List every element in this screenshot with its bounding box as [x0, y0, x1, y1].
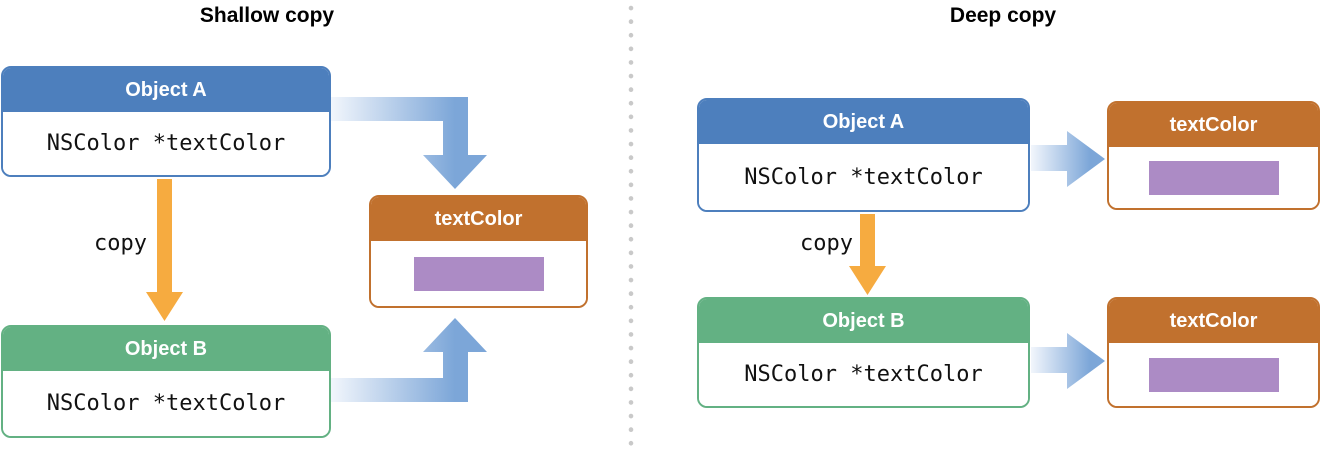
deep-textcolor-b-body [1109, 343, 1318, 406]
purple-color-swatch [1148, 357, 1279, 392]
shallow-copy-title: Shallow copy [199, 4, 335, 27]
deep-object-a-box: Object A NSColor *textColor [697, 98, 1030, 212]
deep-object-b-title: Object B [822, 309, 905, 332]
deep-object-a-field: NSColor *textColor [744, 164, 983, 190]
deep-object-b-header: Object B [699, 299, 1028, 343]
shallow-object-a-box: Object A NSColor *textColor [1, 66, 331, 177]
deep-textcolor-a-header: textColor [1109, 103, 1318, 147]
pointer-arrow-b-to-textcolor-deep-icon [1031, 333, 1105, 389]
shallow-textcolor-box: textColor [369, 195, 588, 308]
shallow-copy-arrow-label: copy [94, 231, 147, 256]
shallow-object-b-header: Object B [3, 327, 329, 371]
pointer-arrow-a-to-textcolor-icon [331, 97, 487, 189]
purple-color-swatch [1148, 160, 1279, 195]
shallow-object-a-field: NSColor *textColor [46, 131, 286, 156]
pointer-arrow-b-to-textcolor-icon [331, 318, 487, 402]
shallow-object-b-field: NSColor *textColor [46, 391, 286, 416]
deep-object-b-field: NSColor *textColor [744, 362, 983, 387]
deep-textcolor-a-body [1109, 147, 1318, 208]
shallow-object-a-body: NSColor *textColor [3, 112, 329, 175]
deep-textcolor-b-header: textColor [1109, 299, 1318, 343]
shallow-textcolor-header: textColor [371, 197, 586, 241]
deep-object-a-body: NSColor *textColor [699, 144, 1028, 210]
deep-copy-arrow-label: copy [800, 231, 853, 256]
deep-textcolor-b-title: textColor [1169, 309, 1258, 332]
deep-object-a-title: Object A [822, 110, 905, 133]
copy-arrow-left-icon [146, 179, 183, 321]
copy-arrow-right-icon [849, 214, 886, 295]
deep-copy-title: Deep copy [949, 4, 1057, 27]
shallow-object-b-body: NSColor *textColor [3, 371, 329, 436]
shallow-textcolor-title: textColor [434, 207, 523, 230]
deep-object-b-box: Object B NSColor *textColor [697, 297, 1030, 408]
purple-color-swatch [413, 256, 544, 291]
shallow-object-b-box: Object B NSColor *textColor [1, 325, 331, 438]
deep-textcolor-a-title: textColor [1169, 113, 1258, 136]
shallow-object-b-title: Object B [124, 337, 208, 360]
deep-textcolor-box-b: textColor [1107, 297, 1320, 408]
shallow-object-a-title: Object A [125, 78, 207, 101]
deep-textcolor-box-a: textColor [1107, 101, 1320, 210]
deep-object-b-body: NSColor *textColor [699, 343, 1028, 406]
deep-object-a-header: Object A [699, 100, 1028, 144]
shallow-textcolor-body [371, 241, 586, 306]
pointer-arrow-a-to-textcolor-deep-icon [1031, 131, 1105, 187]
shallow-object-a-header: Object A [3, 68, 329, 112]
